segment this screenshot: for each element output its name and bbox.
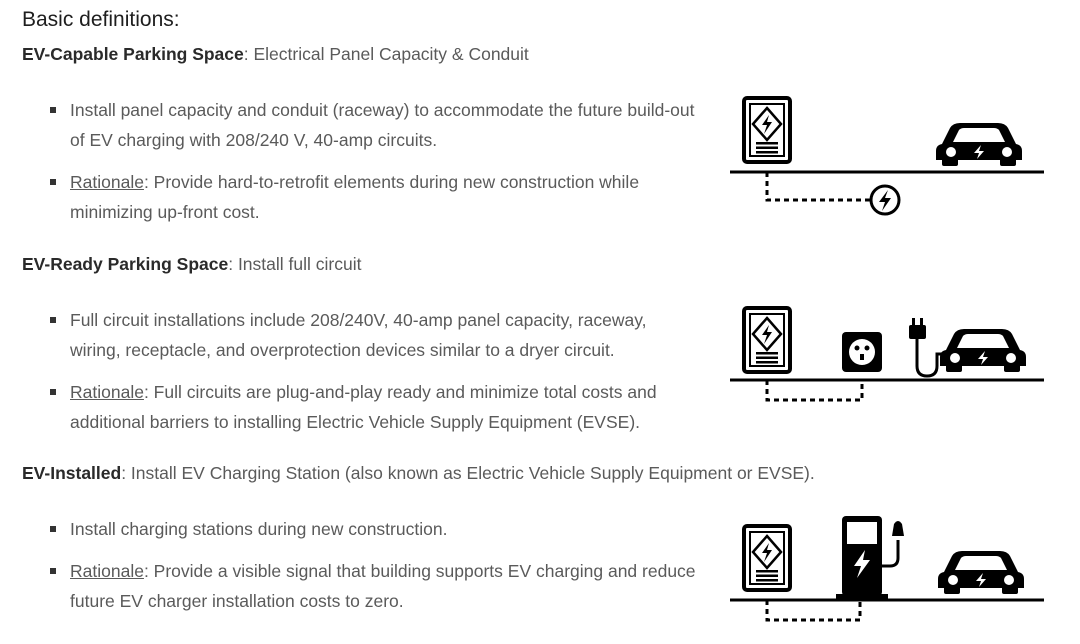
- rationale-text: : Provide a visible signal that building…: [70, 561, 696, 611]
- list-item: Install charging stations during new con…: [48, 514, 698, 544]
- list-item: Install panel capacity and conduit (race…: [48, 95, 698, 155]
- bullet-list-ev-ready: Full circuit installations include 208/2…: [48, 305, 698, 449]
- conduit-icon: [765, 380, 864, 402]
- list-item: Full circuit installations include 208/2…: [48, 305, 698, 365]
- rationale-label: Rationale: [70, 382, 144, 402]
- list-item: Rationale: Provide hard-to-retrofit elem…: [48, 167, 698, 227]
- bullet-text: Install panel capacity and conduit (race…: [70, 100, 695, 150]
- bullet-list-ev-capable: Install panel capacity and conduit (race…: [48, 95, 698, 239]
- plug-icon: [909, 318, 946, 378]
- definition-ev-capable: EV-Capable Parking Space: Electrical Pan…: [22, 44, 529, 65]
- rationale-label: Rationale: [70, 561, 144, 581]
- definition-ev-ready: EV-Ready Parking Space: Install full cir…: [22, 254, 361, 275]
- term-label: EV-Installed: [22, 463, 122, 483]
- bullet-text: Install charging stations during new con…: [70, 519, 448, 539]
- rationale-text: : Full circuits are plug-and-play ready …: [70, 382, 657, 432]
- bullet-list-ev-installed: Install charging stations during new con…: [48, 514, 698, 628]
- bolt-circle-icon: [869, 184, 901, 216]
- ev-capable-illustration: [730, 96, 1044, 216]
- rationale-label: Rationale: [70, 172, 144, 192]
- rationale-text: : Provide hard-to-retrofit elements duri…: [70, 172, 640, 222]
- charging-station-icon: [836, 516, 904, 600]
- page-heading: Basic definitions:: [22, 8, 180, 31]
- car-icon: [940, 329, 1026, 372]
- electrical-panel-icon: [742, 306, 792, 374]
- electrical-panel-icon: [742, 524, 792, 592]
- bullet-text: Full circuit installations include 208/2…: [70, 310, 647, 360]
- conduit-icon: [765, 600, 862, 622]
- outlet-icon: [842, 332, 882, 372]
- term-label: EV-Capable Parking Space: [22, 44, 244, 64]
- term-description: : Install full circuit: [228, 254, 362, 274]
- definition-ev-installed: EV-Installed: Install EV Charging Statio…: [22, 463, 815, 484]
- list-item: Rationale: Full circuits are plug-and-pl…: [48, 377, 698, 437]
- conduit-icon: [765, 172, 870, 202]
- electrical-panel-icon: [742, 96, 792, 164]
- term-description: : Install EV Charging Station (also know…: [121, 463, 815, 483]
- car-icon: [936, 123, 1022, 166]
- ev-installed-illustration: [730, 516, 1044, 622]
- car-icon: [938, 551, 1024, 594]
- term-label: EV-Ready Parking Space: [22, 254, 229, 274]
- ev-ready-illustration: [730, 306, 1044, 402]
- list-item: Rationale: Provide a visible signal that…: [48, 556, 698, 616]
- term-description: : Electrical Panel Capacity & Conduit: [243, 44, 529, 64]
